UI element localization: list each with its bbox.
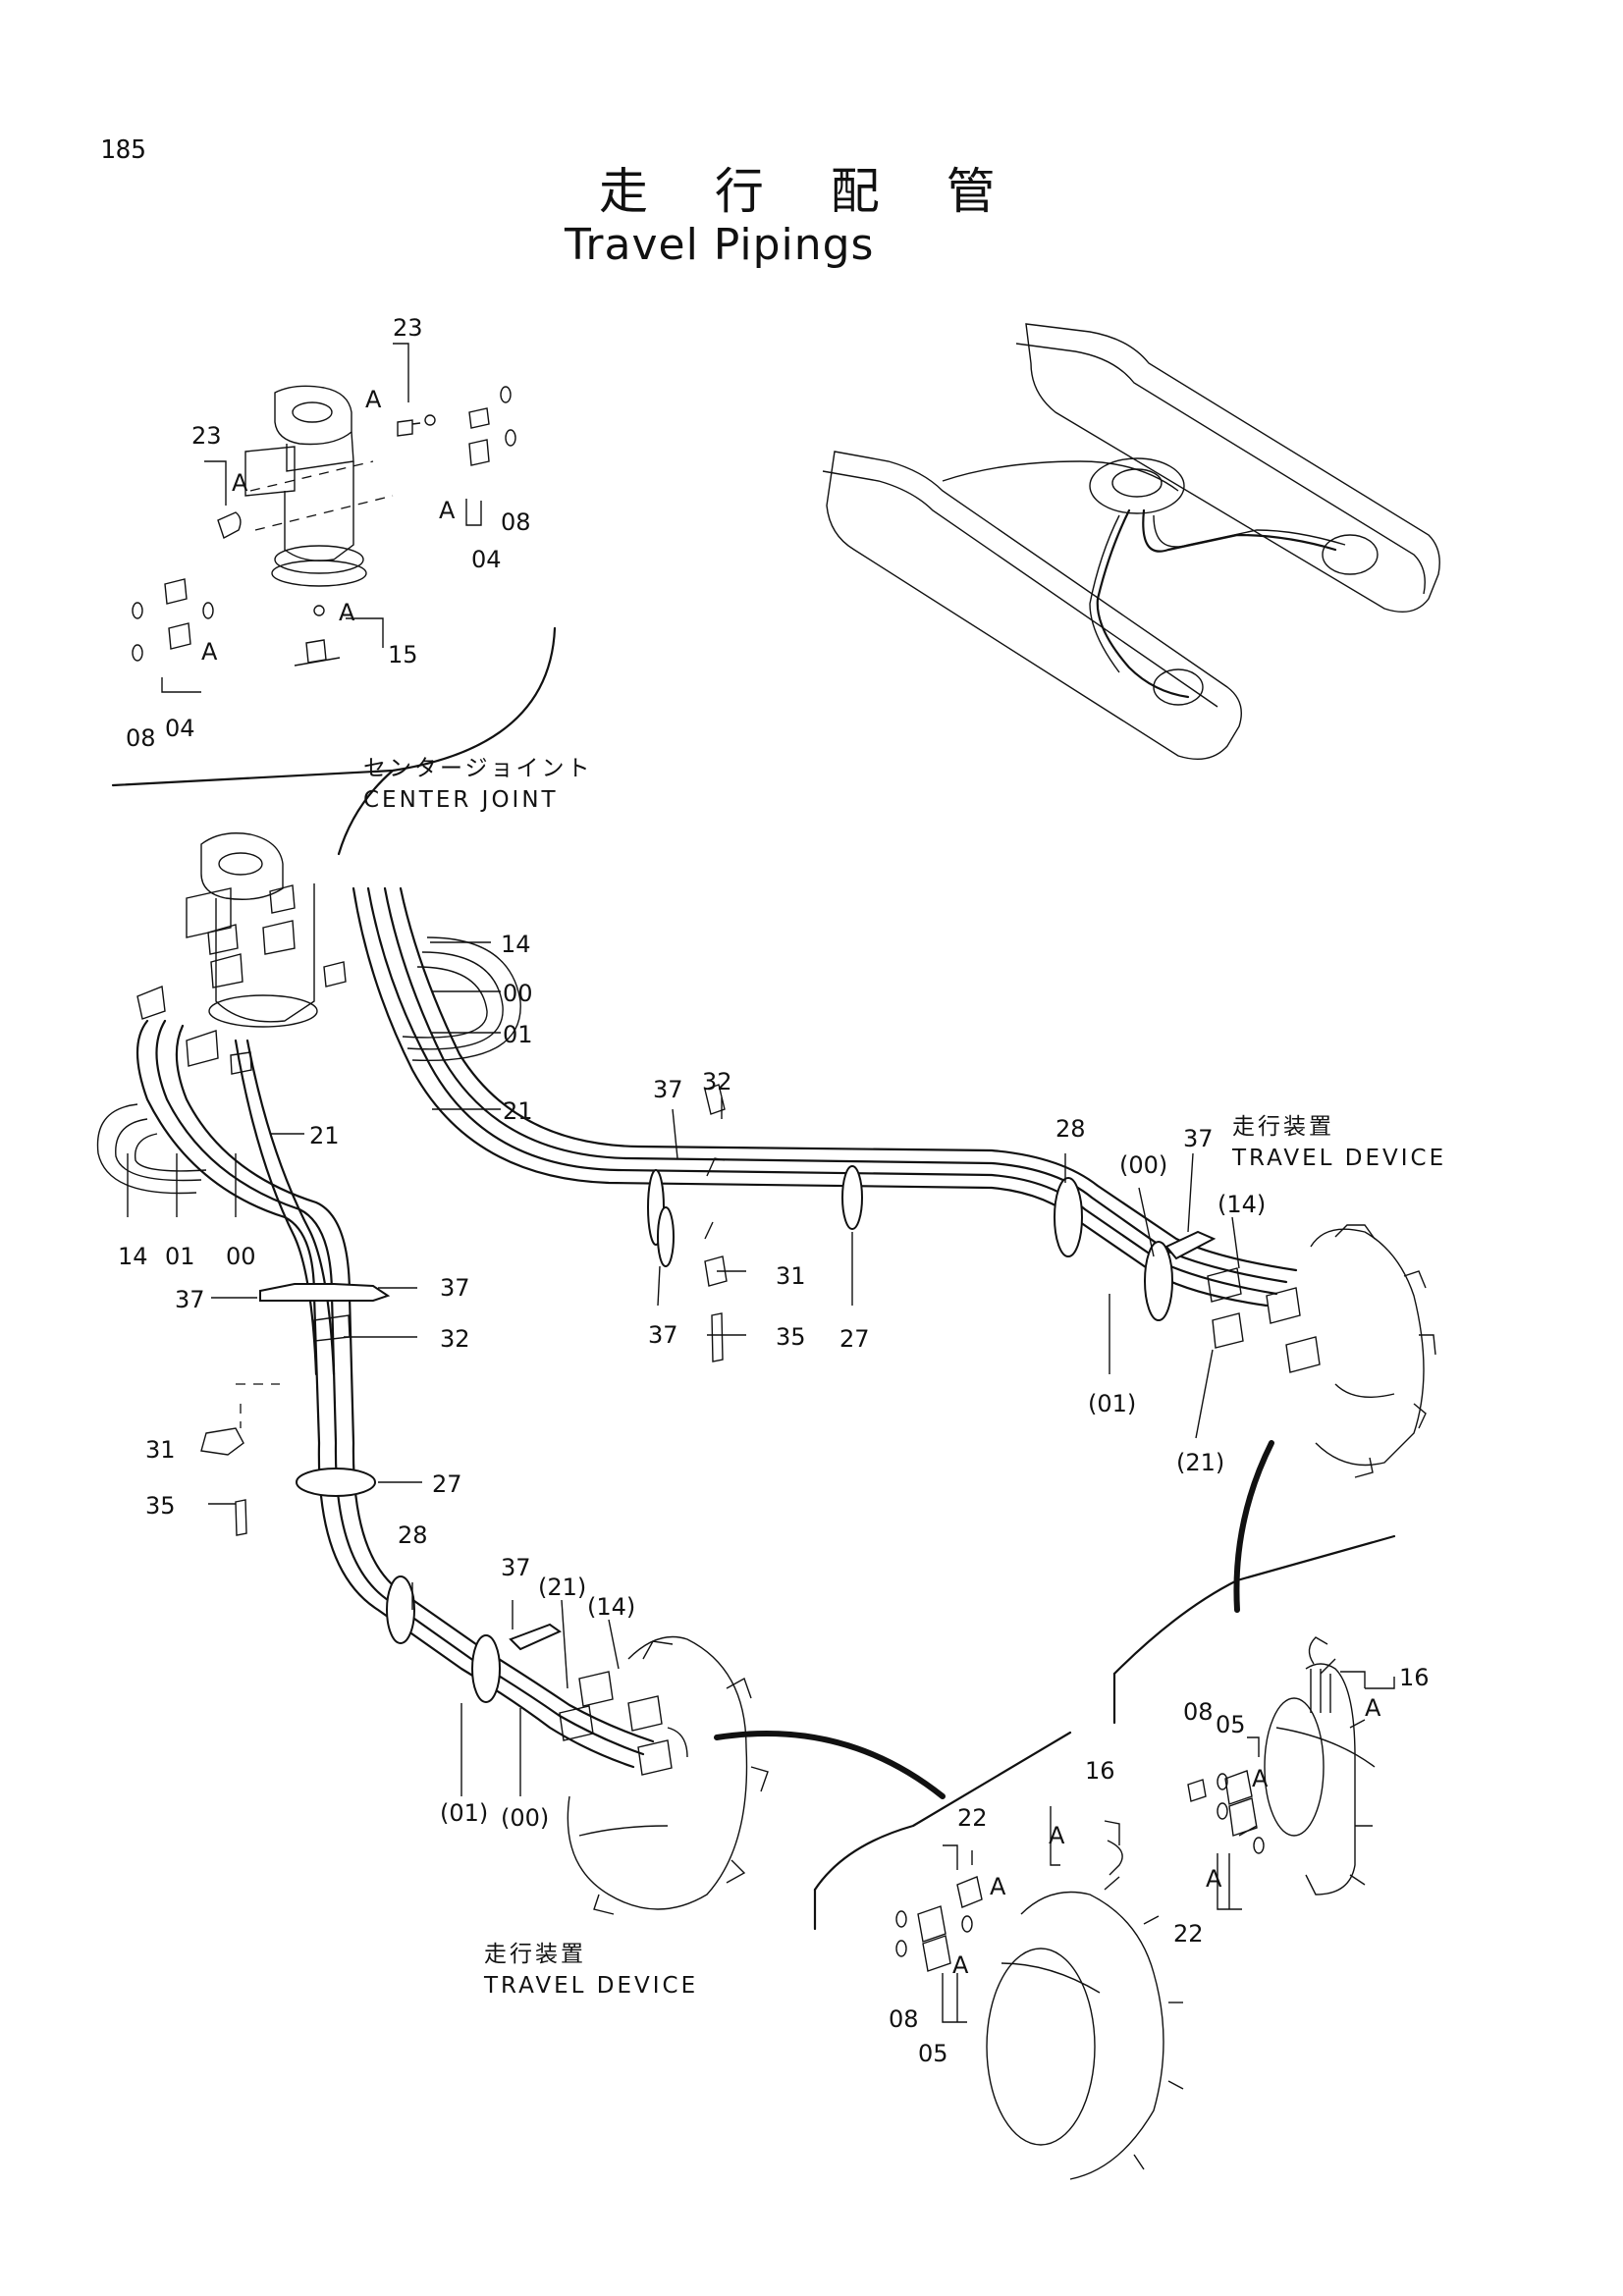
callout-28-right: 28 — [1055, 1115, 1086, 1143]
center-joint-inset — [111, 343, 557, 856]
callout-m-a-top: A — [990, 1873, 1006, 1900]
left-travel-device-illustration — [567, 1635, 769, 1915]
callout-r-a-top: A — [1365, 1694, 1381, 1722]
callout-m-22: 22 — [957, 1804, 988, 1832]
callout-00p-right: (00) — [1119, 1151, 1168, 1179]
middle-detail-view — [895, 1806, 1184, 2180]
caption-travel-device-left-jp: 走行装置 — [484, 1942, 586, 1967]
caption-travel-device-right-en: TRAVEL DEVICE — [1232, 1146, 1447, 1171]
callout-28-left: 28 — [398, 1522, 428, 1549]
callout-32-left: 32 — [440, 1325, 470, 1353]
callout-cj-a-left: A — [232, 469, 248, 497]
callout-27-left: 27 — [432, 1470, 462, 1498]
callout-14p-bl: (14) — [587, 1593, 636, 1621]
callout-37-left-b: 37 — [440, 1274, 470, 1302]
callout-37-left-a: 37 — [175, 1286, 205, 1313]
callout-hose-01: 01 — [503, 1021, 533, 1048]
callout-m-08: 08 — [889, 2005, 919, 2033]
undercarriage-overview-illustration — [822, 323, 1440, 760]
callout-32-top: 32 — [702, 1068, 732, 1095]
callout-00p-bl: (00) — [501, 1804, 550, 1832]
callout-r-16: 16 — [1399, 1664, 1430, 1691]
callout-31-mid: 31 — [776, 1262, 806, 1290]
callout-cj-a-top: A — [365, 386, 382, 413]
right-detail-view — [1187, 1636, 1395, 1910]
callout-leader-lines — [127, 941, 1240, 1796]
callout-r-22: 22 — [1173, 1920, 1204, 1948]
callout-hose-21-left: 21 — [309, 1122, 340, 1149]
callout-r-05: 05 — [1216, 1711, 1246, 1738]
callout-m-05: 05 — [918, 2040, 948, 2067]
caption-center-joint-en: CENTER JOINT — [363, 787, 559, 813]
callout-27-mid: 27 — [839, 1325, 870, 1353]
callout-r-a-mid: A — [1252, 1765, 1269, 1792]
callout-m-a-left: A — [1049, 1822, 1065, 1849]
callout-hose-14-low: 14 — [118, 1243, 148, 1270]
callout-37-right: 37 — [1183, 1125, 1214, 1152]
page-number: 185 — [100, 135, 146, 165]
callout-cj-08-right: 08 — [501, 508, 531, 536]
callout-hose-00-low: 00 — [226, 1243, 256, 1270]
caption-center-joint-jp: センタージョイント — [363, 756, 593, 781]
callout-35-mid: 35 — [776, 1323, 806, 1351]
callout-cj-23-top: 23 — [393, 314, 423, 342]
callout-cj-08-left: 08 — [126, 724, 156, 752]
callout-cj-a-mid: A — [439, 497, 456, 524]
callout-cj-04-right: 04 — [471, 546, 502, 573]
callout-m-a-low: A — [952, 1951, 969, 1979]
callout-hose-01-low: 01 — [165, 1243, 195, 1270]
callout-cj-15: 15 — [388, 641, 418, 668]
callout-hose-21-right: 21 — [503, 1097, 533, 1125]
detail-pointer-curves — [714, 1440, 1396, 1931]
callout-35-left: 35 — [145, 1492, 176, 1520]
callout-r-a-low: A — [1206, 1865, 1222, 1893]
callout-cj-a-bottom: A — [201, 638, 218, 666]
callout-31-left: 31 — [145, 1436, 176, 1464]
title-english: Travel Pipings — [565, 220, 875, 270]
callout-37-top: 37 — [653, 1076, 683, 1103]
callout-01p-right: (01) — [1088, 1390, 1137, 1417]
callout-cj-23-left: 23 — [191, 422, 222, 450]
caption-travel-device-right-jp: 走行装置 — [1232, 1114, 1334, 1140]
callout-cj-04-left: 04 — [165, 715, 195, 742]
callout-cj-a-low: A — [339, 599, 355, 626]
right-travel-device-illustration — [1310, 1224, 1436, 1478]
callout-hose-14: 14 — [501, 931, 531, 958]
callout-01p-bl: (01) — [440, 1799, 489, 1827]
callout-21p-bl: (21) — [538, 1574, 587, 1601]
title-japanese: 走 行 配 管 — [599, 163, 1021, 220]
callout-r-08: 08 — [1183, 1698, 1214, 1726]
callout-m-16: 16 — [1085, 1757, 1115, 1785]
callout-14p-right: (14) — [1217, 1191, 1267, 1218]
callout-37-mid-low: 37 — [648, 1321, 678, 1349]
caption-travel-device-left-en: TRAVEL DEVICE — [484, 1973, 699, 1999]
callout-hose-00: 00 — [503, 980, 533, 1007]
callout-37-bl: 37 — [501, 1554, 531, 1581]
callout-21p-right: (21) — [1176, 1449, 1225, 1476]
hose-bundle — [96, 886, 1321, 1776]
center-joint-body — [136, 832, 347, 1075]
